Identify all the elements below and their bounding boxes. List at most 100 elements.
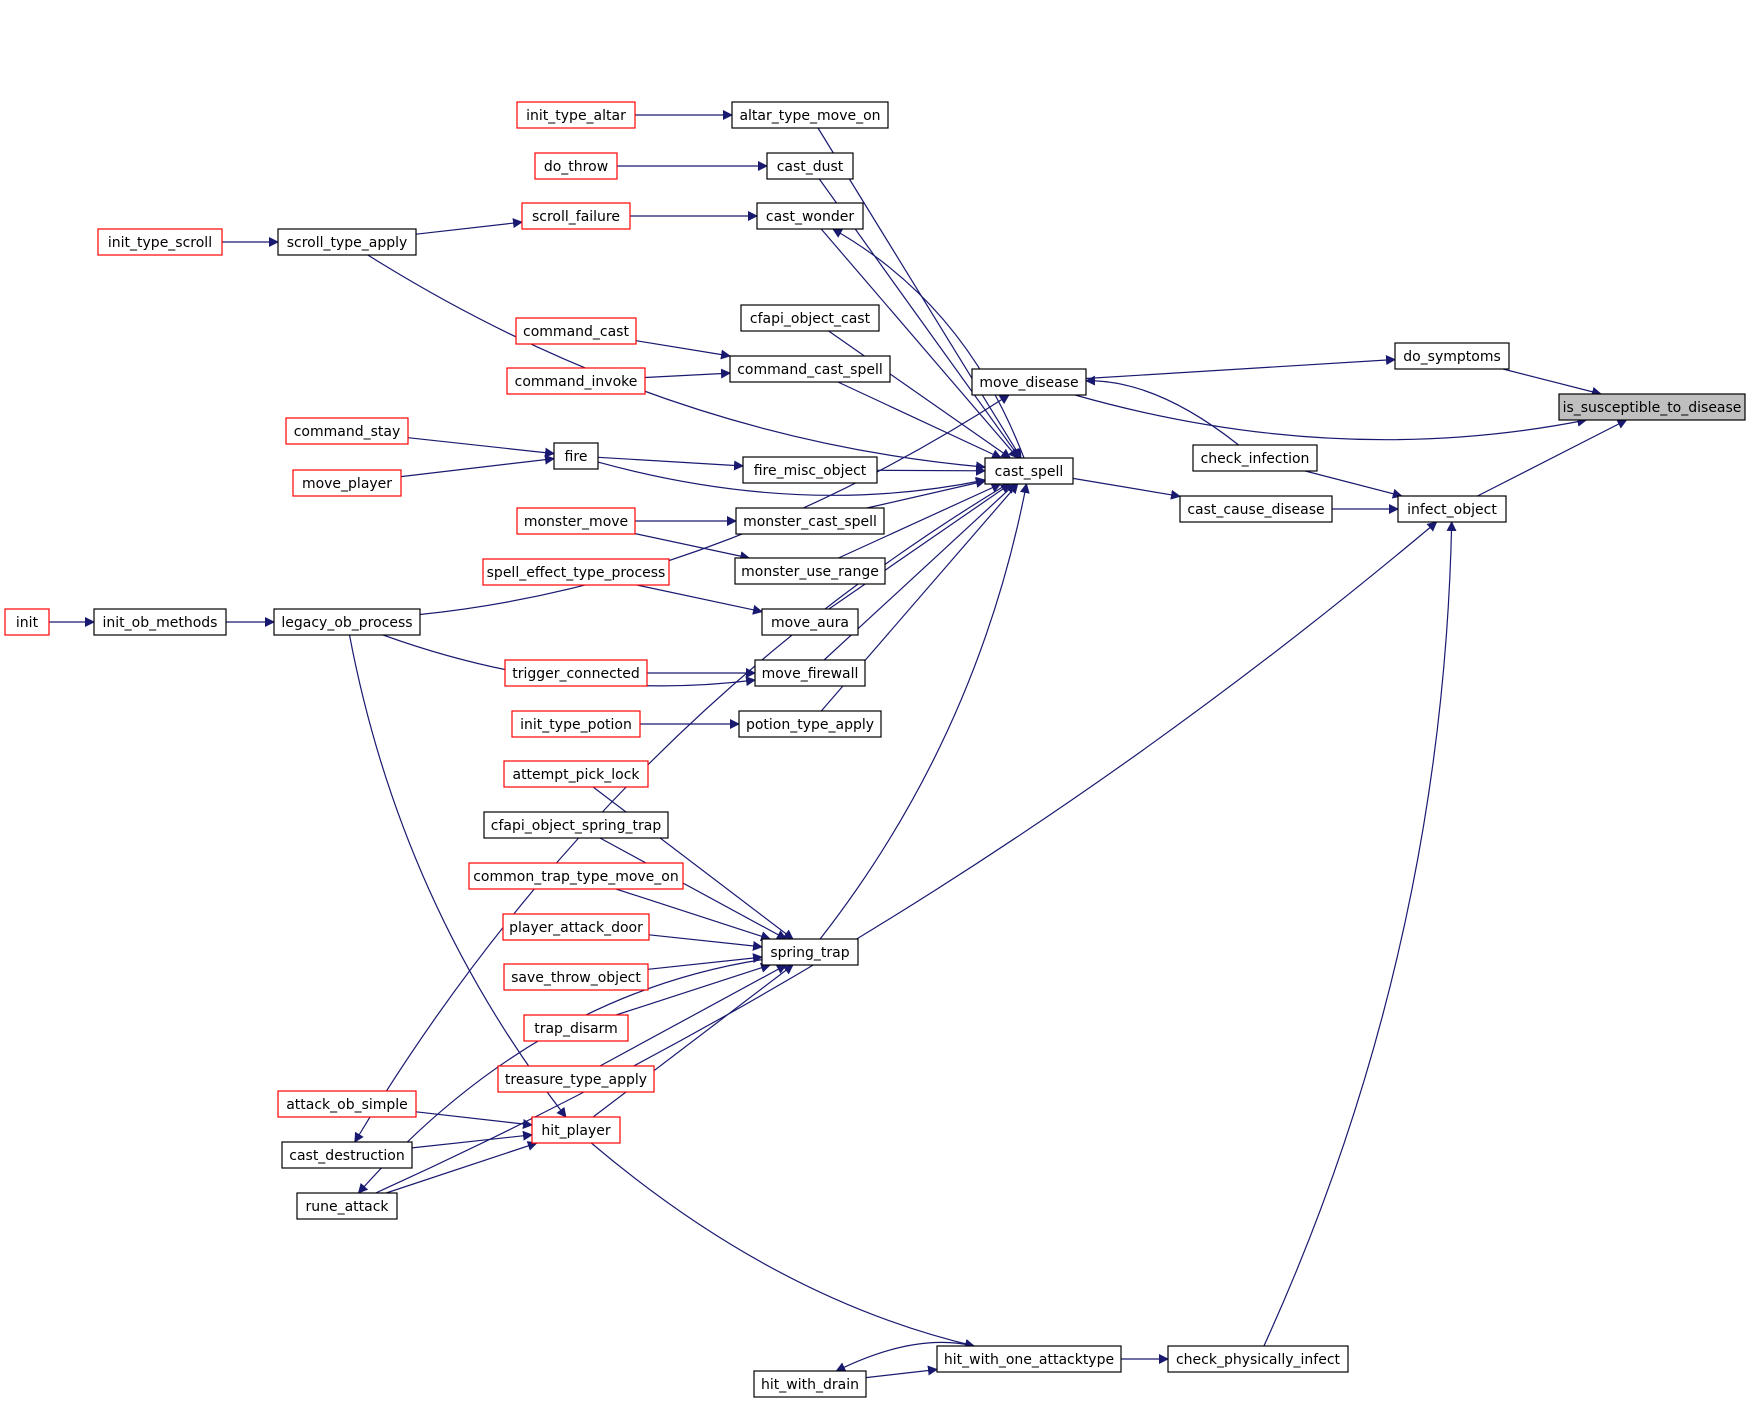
edge-fire-to-fire_misc_object <box>597 456 744 471</box>
edge-spell_effect_type_process-to-move_aura <box>636 584 763 615</box>
node-do_symptoms[interactable]: do_symptoms <box>1394 342 1510 370</box>
node-box <box>277 228 417 256</box>
node-box <box>93 608 227 636</box>
node-fire_misc_object[interactable]: fire_misc_object <box>742 456 878 484</box>
node-spell_effect_type_process[interactable]: spell_effect_type_process <box>482 558 670 586</box>
edge-move_player-to-fire <box>400 454 555 478</box>
node-cast_destruction[interactable]: cast_destruction <box>281 1141 413 1169</box>
node-label: init <box>16 615 39 631</box>
edge-monster_cast_spell-to-cast_spell <box>866 478 986 509</box>
edge-fire_misc_object-to-cast_spell <box>876 465 986 476</box>
edge-legacy_ob_process-to-hit_player <box>348 634 567 1118</box>
node-move_disease[interactable]: move_disease <box>971 368 1087 396</box>
node-cast_dust[interactable]: cast_dust <box>766 152 854 180</box>
node-move_firewall[interactable]: move_firewall <box>754 659 866 687</box>
node-attack_ob_simple[interactable]: attack_ob_simple <box>277 1090 417 1118</box>
node-label: monster_use_range <box>741 564 879 580</box>
node-box <box>521 202 631 230</box>
node-label: save_throw_object <box>511 970 641 986</box>
node-cfapi_object_cast[interactable]: cfapi_object_cast <box>740 304 880 332</box>
node-attempt_pick_lock[interactable]: attempt_pick_lock <box>503 760 649 788</box>
node-hit_with_one_attacktype[interactable]: hit_with_one_attacktype <box>936 1345 1122 1373</box>
edge-cfapi_object_spring_trap-to-spring_trap <box>599 837 787 940</box>
edge-check_infection-to-move_disease <box>1085 375 1239 446</box>
node-label: scroll_type_apply <box>287 235 408 251</box>
node-box <box>753 1370 867 1398</box>
node-init_type_scroll[interactable]: init_type_scroll <box>97 228 223 256</box>
node-scroll_failure[interactable]: scroll_failure <box>521 202 631 230</box>
node-init[interactable]: init <box>4 608 50 636</box>
node-cast_wonder[interactable]: cast_wonder <box>756 202 864 230</box>
node-monster_use_range[interactable]: monster_use_range <box>734 557 886 585</box>
node-cast_cause_disease[interactable]: cast_cause_disease <box>1179 495 1333 523</box>
node-player_attack_door[interactable]: player_attack_door <box>502 913 650 941</box>
node-save_throw_object[interactable]: save_throw_object <box>503 963 649 991</box>
node-altar_type_move_on[interactable]: altar_type_move_on <box>731 101 889 129</box>
edge-legacy_ob_process-to-move_disease <box>419 394 1010 616</box>
node-spring_trap[interactable]: spring_trap <box>761 938 859 966</box>
node-command_stay[interactable]: command_stay <box>285 417 409 445</box>
node-check_infection[interactable]: check_infection <box>1192 444 1318 472</box>
edge-infect_object-to-is_susceptible_to_disease <box>1477 419 1628 497</box>
node-hit_player[interactable]: hit_player <box>531 1116 621 1144</box>
node-label: cast_cause_disease <box>1187 502 1324 518</box>
node-fire[interactable]: fire <box>553 442 599 470</box>
edge-check_infection-to-infect_object <box>1305 470 1403 499</box>
node-command_cast_spell[interactable]: command_cast_spell <box>729 355 891 383</box>
node-potion_type_apply[interactable]: potion_type_apply <box>738 710 882 738</box>
edge-move_disease-to-is_susceptible_to_disease <box>1074 394 1588 441</box>
edge-save_throw_object-to-spring_trap <box>647 953 763 970</box>
node-monster_move[interactable]: monster_move <box>516 507 636 535</box>
node-trigger_connected[interactable]: trigger_connected <box>504 659 648 687</box>
node-label: move_player <box>302 476 392 492</box>
node-box <box>516 507 636 535</box>
node-label: hit_with_one_attacktype <box>944 1352 1114 1368</box>
node-box <box>515 317 637 345</box>
node-box <box>273 608 421 636</box>
node-init_type_potion[interactable]: init_type_potion <box>511 710 641 738</box>
node-cast_spell[interactable]: cast_spell <box>984 457 1074 485</box>
node-label: fire_misc_object <box>754 463 867 479</box>
node-hit_with_drain[interactable]: hit_with_drain <box>753 1370 867 1398</box>
node-box <box>511 710 641 738</box>
node-cfapi_object_spring_trap[interactable]: cfapi_object_spring_trap <box>483 811 669 839</box>
edge-command_cast_spell-to-cast_spell <box>837 381 1003 459</box>
node-command_cast[interactable]: command_cast <box>515 317 637 345</box>
node-monster_cast_spell[interactable]: monster_cast_spell <box>735 507 885 535</box>
node-rune_attack[interactable]: rune_attack <box>296 1192 398 1220</box>
node-init_ob_methods[interactable]: init_ob_methods <box>93 608 227 636</box>
node-do_throw[interactable]: do_throw <box>534 152 618 180</box>
node-move_aura[interactable]: move_aura <box>761 608 859 636</box>
node-box <box>1394 342 1510 370</box>
node-box <box>534 152 618 180</box>
node-init_type_altar[interactable]: init_type_altar <box>516 101 636 129</box>
node-box <box>296 1192 398 1220</box>
node-box <box>766 152 854 180</box>
node-box <box>4 608 50 636</box>
node-scroll_type_apply[interactable]: scroll_type_apply <box>277 228 417 256</box>
node-label: init_type_altar <box>526 108 626 124</box>
node-treasure_type_apply[interactable]: treasure_type_apply <box>497 1065 655 1093</box>
node-label: init_type_potion <box>520 717 632 733</box>
node-box <box>761 938 859 966</box>
node-box <box>277 1090 417 1118</box>
node-box <box>503 963 649 991</box>
node-label: command_stay <box>294 424 401 440</box>
node-label: fire <box>565 449 588 465</box>
node-common_trap_type_move_on[interactable]: common_trap_type_move_on <box>468 862 684 890</box>
node-command_invoke[interactable]: command_invoke <box>506 367 646 395</box>
node-label: altar_type_move_on <box>739 108 880 124</box>
edge-cast_wonder-to-cast_spell <box>820 228 1019 459</box>
node-label: attack_ob_simple <box>286 1097 408 1113</box>
node-trap_disarm[interactable]: trap_disarm <box>523 1014 629 1042</box>
node-box <box>483 811 669 839</box>
node-box <box>971 368 1087 396</box>
node-legacy_ob_process[interactable]: legacy_ob_process <box>273 608 421 636</box>
node-check_physically_infect[interactable]: check_physically_infect <box>1167 1345 1349 1373</box>
node-label: init_ob_methods <box>103 615 218 631</box>
node-infect_object[interactable]: infect_object <box>1397 495 1507 523</box>
edge-cast_spell-to-cast_cause_disease <box>1072 477 1181 500</box>
node-is_susceptible_to_disease[interactable]: is_susceptible_to_disease <box>1558 393 1746 421</box>
node-move_player[interactable]: move_player <box>292 469 402 497</box>
node-label: do_symptoms <box>1403 349 1501 365</box>
